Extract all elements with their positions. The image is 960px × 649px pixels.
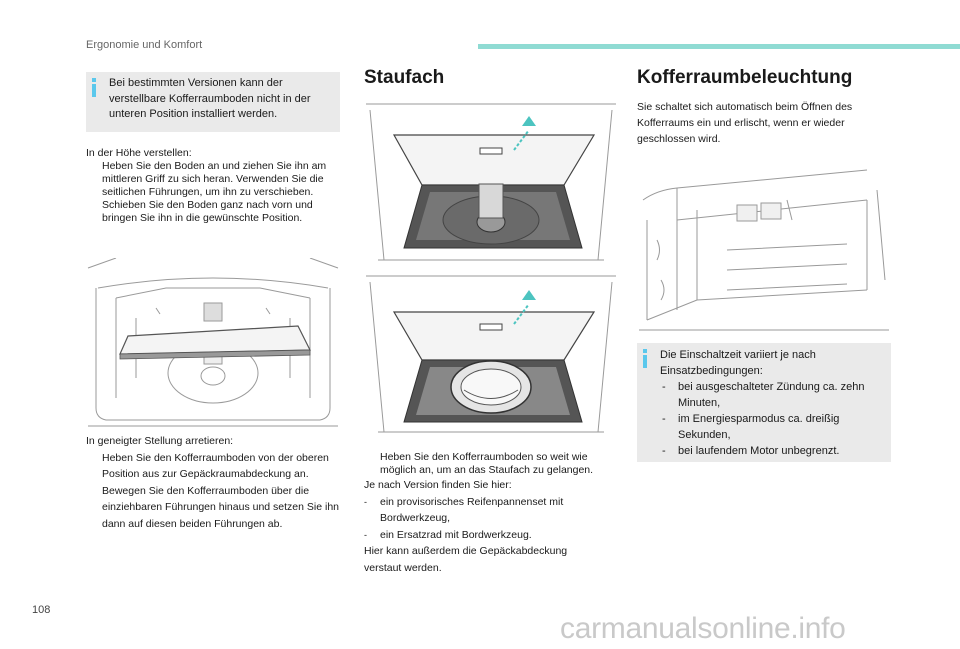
arrow-bullet-icon (86, 199, 102, 225)
dash-bullet: - (662, 445, 666, 457)
watermark: carmanualsonline.info (560, 612, 846, 645)
tilt-step-1: Heben Sie den Kofferraumboden von der ob… (102, 451, 329, 481)
lighting-note: Die Einschaltzeit variiert je nach Einsa… (637, 343, 891, 462)
arrow-bullet-icon (86, 450, 102, 483)
section-title: Ergonomie und Komfort (86, 39, 203, 51)
arrow-bullet-icon (364, 451, 380, 477)
list-item: Heben Sie den Kofferraumboden so weit wi… (364, 451, 604, 477)
version-item-2: ein Ersatzrad mit Bordwerkzeug. (380, 528, 532, 541)
version-item-1: ein provisorisches Reifenpannenset mit B… (380, 495, 564, 525)
tilt-instructions: In geneigter Stellung arretieren: Heben … (86, 433, 344, 532)
spare-wheel-illustration (364, 272, 618, 442)
staufach-text: Heben Sie den Kofferraumboden so weit wi… (364, 451, 604, 576)
dash-bullet: - (364, 529, 367, 540)
list-item: Heben Sie den Boden an und ziehen Sie ih… (86, 160, 344, 199)
list-item: Schieben Sie den Boden ganz nach vorn un… (86, 199, 344, 225)
info-note: Bei bestimmten Versionen kann der verste… (86, 72, 340, 132)
trunk-lighting-illustration (637, 160, 891, 335)
height-step-1: Heben Sie den Boden an und ziehen Sie ih… (102, 160, 327, 198)
height-step-2: Schieben Sie den Boden ganz nach vorn un… (102, 199, 313, 224)
dash-bullet: - (662, 413, 666, 425)
staufach-step: Heben Sie den Kofferraumboden so weit wi… (380, 451, 594, 476)
list-item: - im Energiesparmodus ca. dreißig Sekund… (660, 411, 886, 443)
info-note-text: Bei bestimmten Versionen kann der verste… (109, 77, 311, 120)
list-item: - bei laufendem Motor unbegrenzt. (660, 443, 886, 459)
list-item: - ein Ersatzrad mit Bordwerkzeug. (364, 527, 604, 544)
lighting-note-item-2: im Energiesparmodus ca. dreißig Sekunden… (678, 413, 840, 441)
version-intro: Je nach Version finden Sie hier: (364, 479, 512, 491)
page-number: 108 (32, 604, 51, 616)
staufach-closing: Hier kann außerdem die Gepäckabdeckung v… (364, 545, 568, 574)
info-icon (91, 78, 96, 97)
list-item: Heben Sie den Kofferraumboden von der ob… (86, 450, 344, 483)
dash-bullet: - (364, 496, 367, 507)
header-accent-bar (478, 44, 960, 49)
kofferraumbeleuchtung-heading: Kofferraumbeleuchtung (637, 67, 853, 88)
staufach-heading: Staufach (364, 67, 445, 88)
dash-bullet: - (662, 381, 666, 393)
lighting-note-item-1: bei ausgeschalteter Zündung ca. zehn Min… (678, 381, 865, 409)
list-item: - bei ausgeschalteter Zündung ca. zehn M… (660, 379, 886, 411)
lighting-intro: Sie schaltet sich automatisch beim Öffne… (637, 101, 853, 145)
height-instructions: In der Höhe verstellen: Heben Sie den Bo… (86, 147, 344, 225)
list-item: Bewegen Sie den Kofferraumboden über die… (86, 483, 344, 533)
tilt-step-2: Bewegen Sie den Kofferraumboden über die… (102, 484, 340, 530)
height-intro: In der Höhe verstellen: (86, 147, 192, 159)
list-item: - ein provisorisches Reifenpannenset mit… (364, 494, 604, 527)
lighting-note-item-3: bei laufendem Motor unbegrenzt. (678, 445, 840, 457)
lighting-note-intro: Die Einschaltzeit variiert je nach Einsa… (660, 349, 816, 377)
storage-kit-illustration (364, 100, 618, 270)
arrow-bullet-icon (86, 483, 102, 533)
trunk-floor-illustration (86, 257, 340, 428)
arrow-bullet-icon (86, 160, 102, 199)
tilt-intro: In geneigter Stellung arretieren: (86, 435, 234, 447)
info-icon (642, 349, 647, 368)
